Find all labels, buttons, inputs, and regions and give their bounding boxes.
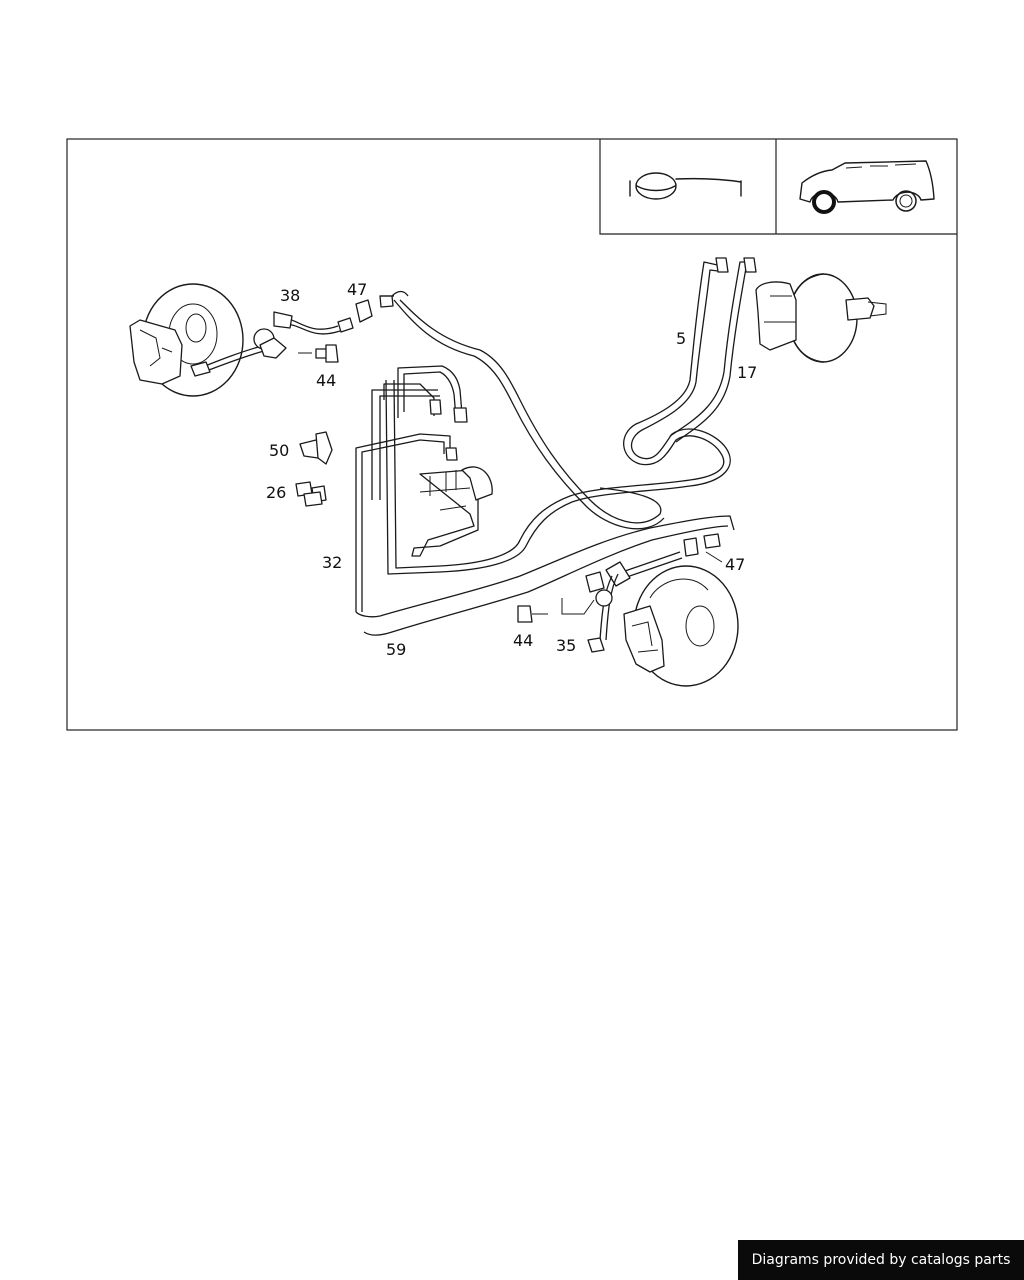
callout-17: 17 [737, 363, 757, 382]
bracket-50 [299, 431, 333, 465]
legend-boxes [599, 139, 957, 235]
abs-hydraulic-unit [411, 466, 493, 557]
callout-47-right: 47 [725, 555, 745, 574]
callout-47-top: 47 [347, 280, 367, 299]
callout-59: 59 [386, 640, 406, 659]
diagram-credit-banner: Diagrams provided by catalogs parts [738, 1240, 1024, 1280]
steering-wheel-icon [629, 172, 742, 200]
callout-50: 50 [269, 441, 289, 460]
left-hose-assembly [190, 295, 394, 377]
clip-26 [295, 481, 327, 507]
callout-26: 26 [266, 483, 286, 502]
diagram-frame [66, 138, 958, 731]
left-brake-disc [129, 283, 244, 397]
callout-5: 5 [676, 329, 686, 348]
callout-labels: 38 47 44 5 17 50 26 32 47 44 35 59 [266, 280, 757, 659]
callout-44-right: 44 [513, 631, 533, 650]
callout-38: 38 [280, 286, 300, 305]
brake-lines-long [355, 290, 735, 636]
brake-booster [755, 273, 887, 363]
callout-32: 32 [322, 553, 342, 572]
vehicle-side-icon [799, 160, 935, 214]
right-hose-assembly [517, 533, 723, 653]
brake-lines-master [385, 257, 757, 575]
right-brake-disc [623, 565, 739, 687]
callout-35: 35 [556, 636, 576, 655]
callout-44-left: 44 [316, 371, 336, 390]
